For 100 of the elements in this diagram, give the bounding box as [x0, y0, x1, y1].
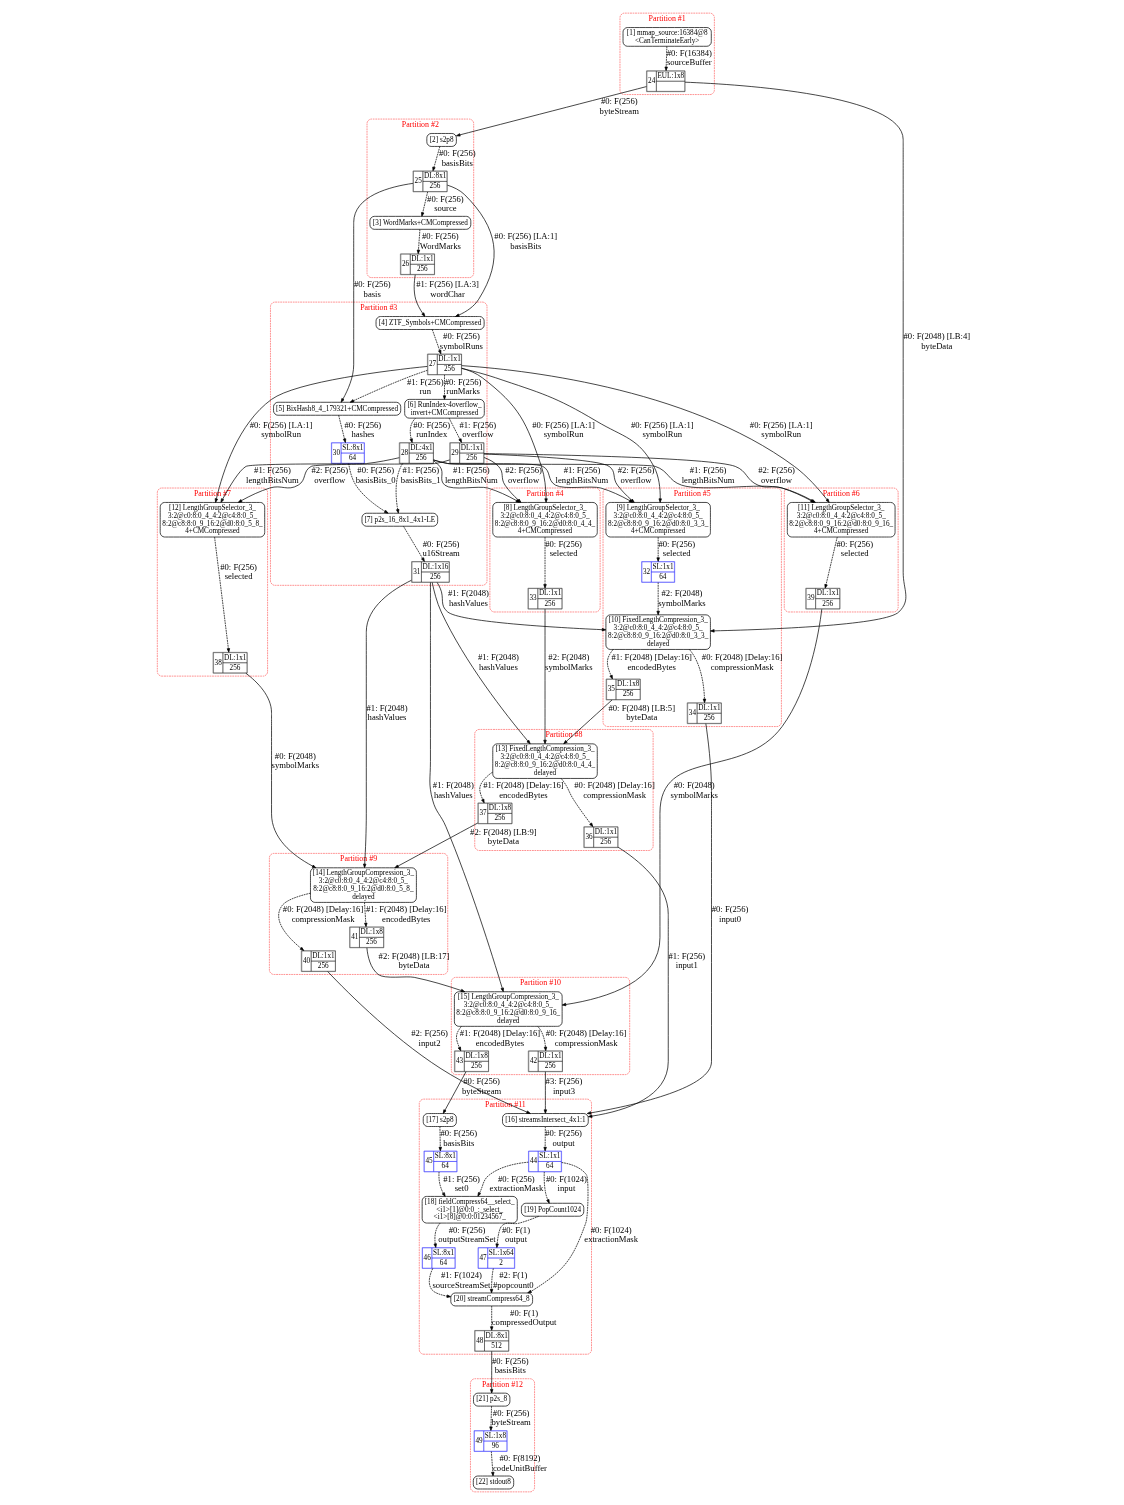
edge-label: #0: F(2048) symbolMarks	[271, 750, 319, 771]
edge-label: #0: F(256) byteStream	[491, 1407, 531, 1428]
edge-label: #0: F(256) byteStream	[599, 96, 639, 116]
arrow	[337, 414, 346, 443]
edge-label: #0: F(256) runMarks	[444, 376, 481, 397]
edge-label: #0: F(256) basisBits	[439, 1128, 477, 1148]
arrow	[442, 374, 446, 400]
arrow	[489, 1305, 493, 1331]
edge-label: #0: F(256) basisBits	[491, 1356, 529, 1376]
edge-label: #1: F(2048) hashValues	[477, 652, 519, 672]
edge-label: #0: F(256) [LA:1] symbolRun	[749, 419, 813, 440]
arrow	[448, 417, 462, 443]
edge-label: #0: F(256) outputStreamSet	[437, 1224, 496, 1245]
edge-label: #0: F(256) selected	[835, 538, 873, 559]
edge-label: #0: F(256) basis	[353, 279, 391, 299]
arrow	[664, 45, 668, 71]
edge-label: #0: F(256) selected	[544, 538, 582, 559]
arrow	[362, 579, 412, 869]
edge-label: #0: F(1) output	[501, 1224, 530, 1245]
edge-label: #1: F(2048) [Delay:16] encodedBytes	[482, 780, 564, 800]
edge-label: #0: F(256) [LA:1] basisBits	[493, 231, 557, 251]
arrow	[543, 1071, 547, 1114]
edge-label: #0: F(256) WordMarks	[419, 231, 461, 251]
arrow	[245, 672, 316, 869]
arrow	[409, 417, 416, 443]
arrow	[490, 1451, 494, 1477]
edge-label: #2: F(256) input2	[410, 1028, 448, 1048]
edge-label: #2: F(2048) [LB:9] byteData	[469, 826, 537, 847]
edge-label: #0: F(256) source	[426, 193, 464, 214]
edge-label: #2: F(2048) symbolMarks	[657, 588, 706, 608]
arrow	[416, 229, 420, 255]
edge-label: #0: F(256) symbolRuns	[439, 331, 483, 351]
arrow	[455, 86, 647, 137]
edge-label: #1: F(256) input1	[667, 950, 705, 971]
edge-label: #2: F(1) #popcount0	[492, 1270, 534, 1290]
edge-label: #2: F(256) overflow	[310, 465, 348, 485]
edge-label: #0: F(256) selected	[657, 538, 695, 559]
arrow	[366, 947, 465, 993]
arrow	[489, 1351, 493, 1394]
edge-label: #2: F(2048) [LB:17] byteData	[378, 950, 450, 971]
arrow	[433, 1222, 440, 1248]
edge-label: #3: F(256) input3	[545, 1076, 582, 1096]
edge-label: #0: F(1024) input	[545, 1173, 587, 1194]
edge-label: #0: F(256) input0	[711, 904, 748, 924]
arrow	[431, 146, 440, 172]
edge-label: #1: F(2048) hashValues	[366, 702, 408, 723]
arrow	[495, 1215, 539, 1248]
edge-label: #0: F(16384) sourceBuffer	[666, 48, 712, 68]
edge-label: #0: F(256) [LA:1] symbolRun	[531, 419, 595, 440]
arrow	[395, 463, 403, 514]
edge-label: #0: F(2048) [Delay:16] compressionMask	[545, 1028, 626, 1048]
edge-label: #1: F(2048) hashValues	[432, 780, 474, 800]
edge-label: #0: F(256) runIndex	[412, 419, 450, 440]
arrow	[656, 582, 660, 616]
arrow	[363, 902, 367, 928]
edge-label: #1: F(256) basisBits_1	[400, 465, 441, 485]
arrow	[455, 1026, 462, 1052]
edge-label: #1: F(2048) hashValues	[447, 588, 489, 608]
arrow	[394, 822, 478, 869]
arrow	[561, 608, 822, 1007]
arrow	[436, 582, 606, 632]
edge-label: #0: F(2048) [LB:4] byteData	[903, 331, 970, 351]
edge-label: #0: F(256) output	[544, 1128, 582, 1148]
edge-label: #0: F(256) [LA:1] symbolRun	[630, 419, 694, 440]
arrow	[214, 366, 428, 503]
arrow	[478, 771, 493, 804]
arrow	[420, 191, 428, 217]
edge-label: #2: F(256) overflow	[757, 465, 795, 485]
edge-label: #1: F(256) lengthBitsNum	[681, 465, 734, 485]
arrow	[237, 459, 450, 503]
arrow	[431, 329, 441, 355]
arrow	[543, 1171, 550, 1204]
arrow	[542, 536, 547, 589]
edge-label: #2: F(2048) symbolMarks	[544, 652, 593, 672]
arrow	[442, 1071, 466, 1114]
edge-label: #0: F(256) extractionMask	[489, 1173, 543, 1194]
arrow	[542, 608, 547, 745]
arrow	[438, 1126, 442, 1152]
edge-label: #0: F(256) u16Stream	[421, 538, 460, 559]
edge-label: #0: F(256) selected	[219, 561, 257, 581]
arrow	[537, 1026, 547, 1052]
edge-label: #2: F(256) overflow	[617, 465, 654, 485]
edge-label: #0: F(256) hashes	[344, 419, 381, 440]
edge-label: #0: F(256) [LA:1] symbolRun	[249, 419, 312, 440]
edge-label: #0: F(256) basisBits	[438, 148, 476, 168]
arrow	[688, 649, 706, 703]
edge-label: #1: F(256) set0	[442, 1173, 480, 1194]
arrow	[277, 892, 311, 951]
arrow	[587, 846, 669, 1118]
edge-label: #1: F(2048) [Delay:16] encodedBytes	[459, 1028, 540, 1048]
edge-label: #0: F(1) compressedOutput	[491, 1307, 556, 1328]
arrow	[562, 699, 612, 745]
arrow	[349, 369, 428, 403]
edge-label: #0: F(2048) [Delay:16] compressionMask	[701, 652, 782, 672]
arrow	[823, 536, 838, 589]
arrow	[213, 536, 230, 653]
arrow	[413, 274, 425, 317]
arrow	[476, 1161, 529, 1197]
edge-label: #1: F(1024) sourceStreamSet	[431, 1270, 490, 1290]
arrow	[438, 1171, 446, 1197]
